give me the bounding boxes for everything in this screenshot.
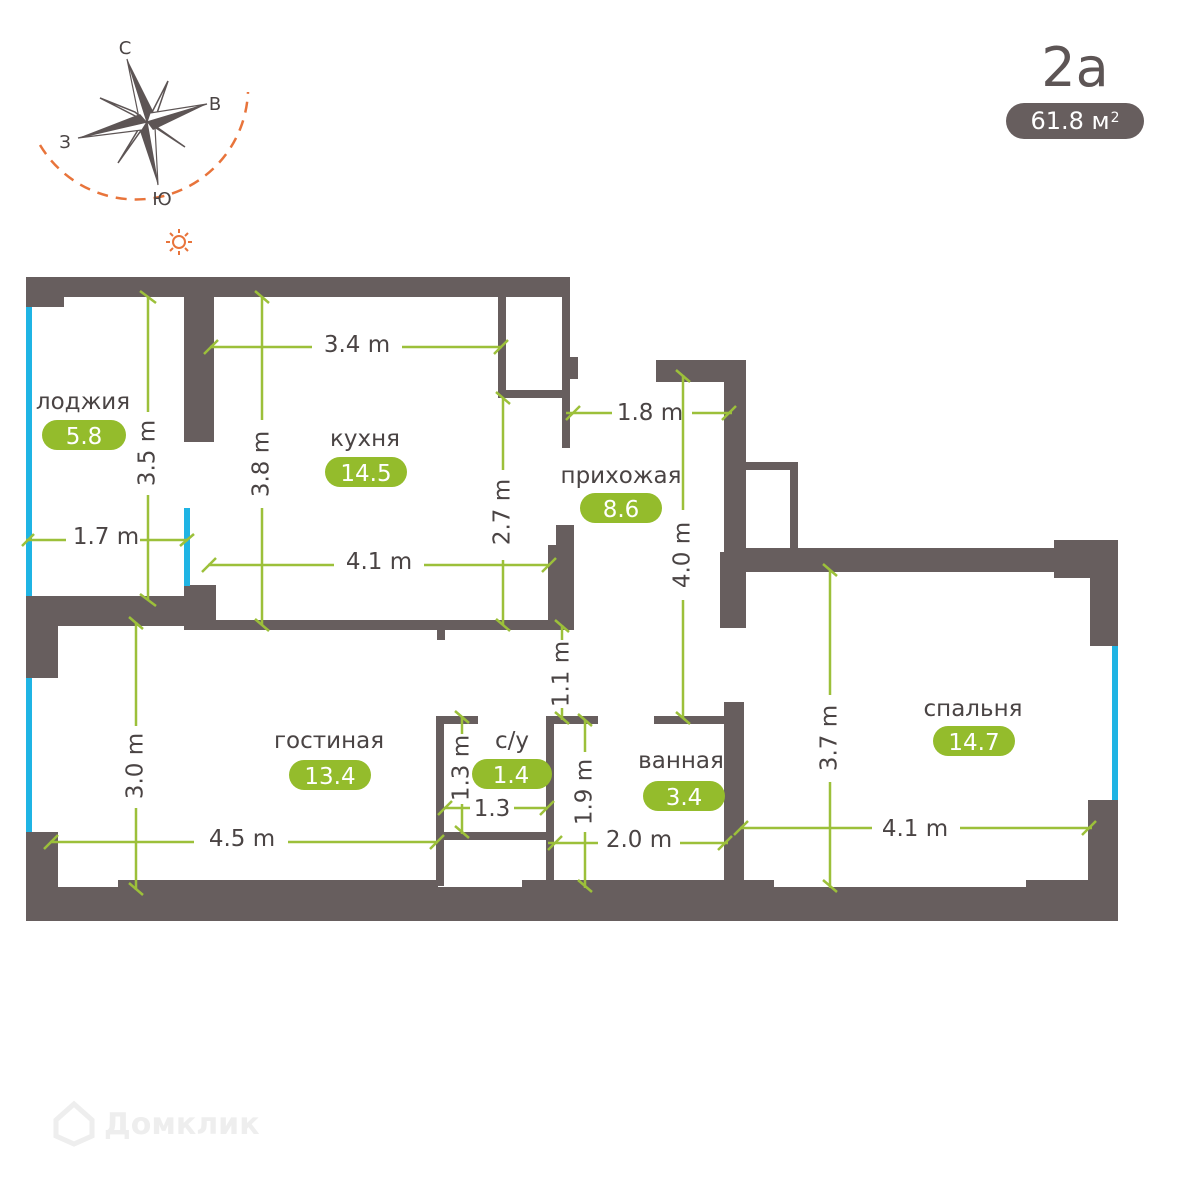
compass-north-label: С xyxy=(119,38,132,59)
area-pill xyxy=(42,420,126,450)
dim-corridor-height: 1.1 m xyxy=(549,641,575,707)
room-bathroom[interactable]: ванная 3.4 xyxy=(638,748,725,811)
living-window xyxy=(26,678,32,832)
area-pill xyxy=(643,781,725,811)
watermark-text: Домклик xyxy=(104,1106,260,1142)
room-area: 14.7 xyxy=(948,730,999,756)
area-pill xyxy=(933,726,1015,756)
compass-east-label: В xyxy=(209,94,221,115)
bedroom-window xyxy=(1112,646,1118,800)
dim-wc-height: 1.3 m xyxy=(449,735,475,801)
dim-bedroom-width: 4.1 m xyxy=(882,816,948,842)
compass-west-label: З xyxy=(59,132,71,153)
room-name: лоджия xyxy=(36,389,130,415)
area-pill xyxy=(289,760,371,790)
room-name: спальня xyxy=(924,696,1023,722)
room-name: прихожая xyxy=(561,463,682,489)
total-area-value: 61.8 м xyxy=(1030,107,1110,135)
room-area: 1.4 xyxy=(493,763,530,789)
room-name: ванная xyxy=(638,748,724,774)
room-area: 5.8 xyxy=(66,424,103,450)
room-area: 14.5 xyxy=(340,461,391,487)
dim-bath-width: 2.0 m xyxy=(606,827,672,853)
dim-kitchen-right-height: 2.7 m xyxy=(490,479,516,545)
dim-kitchen-bottom-width: 4.1 m xyxy=(346,549,412,575)
house-logo-icon xyxy=(53,1100,95,1147)
dim-kitchen-height: 3.8 m xyxy=(249,431,275,497)
dim-hallway-height: 4.0 m xyxy=(670,522,696,588)
dim-living-width: 4.5 m xyxy=(209,826,275,852)
compass-rose-icon xyxy=(38,58,250,201)
area-unit-superscript: 2 xyxy=(1110,110,1120,126)
dimension-lines xyxy=(21,290,1097,896)
dim-kitchen-top-width: 3.4 m xyxy=(324,332,390,358)
dim-loggia-width: 1.7 m xyxy=(73,524,139,550)
room-area: 13.4 xyxy=(304,764,355,790)
sun-icon xyxy=(166,229,192,255)
dim-living-height: 3.0 m xyxy=(123,733,149,799)
area-pill xyxy=(472,759,552,789)
room-name: гостиная xyxy=(274,728,384,754)
compass-south-label: Ю xyxy=(152,189,171,210)
room-living[interactable]: гостиная 13.4 xyxy=(274,728,384,790)
area-pill xyxy=(325,457,407,487)
room-kitchen[interactable]: кухня 14.5 xyxy=(325,426,407,487)
loggia-window xyxy=(26,307,32,596)
room-area: 3.4 xyxy=(666,785,703,811)
room-area: 8.6 xyxy=(603,497,640,523)
domclick-watermark: Домклик xyxy=(52,1100,260,1148)
dim-bath-height: 1.9 m xyxy=(572,759,598,825)
room-name: кухня xyxy=(330,426,400,452)
dim-hallway-width: 1.8 m xyxy=(617,400,683,426)
area-pill xyxy=(580,493,662,523)
loggia-door-window xyxy=(184,508,190,586)
walls xyxy=(26,277,1118,921)
room-hallway[interactable]: прихожая 8.6 xyxy=(561,463,682,523)
dim-bedroom-height: 3.7 m xyxy=(817,705,843,771)
dim-loggia-height: 3.5 m xyxy=(135,420,161,486)
room-wc[interactable]: с/у 1.4 xyxy=(472,728,552,789)
room-loggia[interactable]: лоджия 5.8 xyxy=(36,389,130,450)
room-name: с/у xyxy=(495,728,529,754)
plan-type-label: 2а xyxy=(1041,36,1109,99)
dim-wc-width: 1.3 xyxy=(474,796,511,822)
room-bedroom[interactable]: спальня 14.7 xyxy=(924,696,1023,756)
